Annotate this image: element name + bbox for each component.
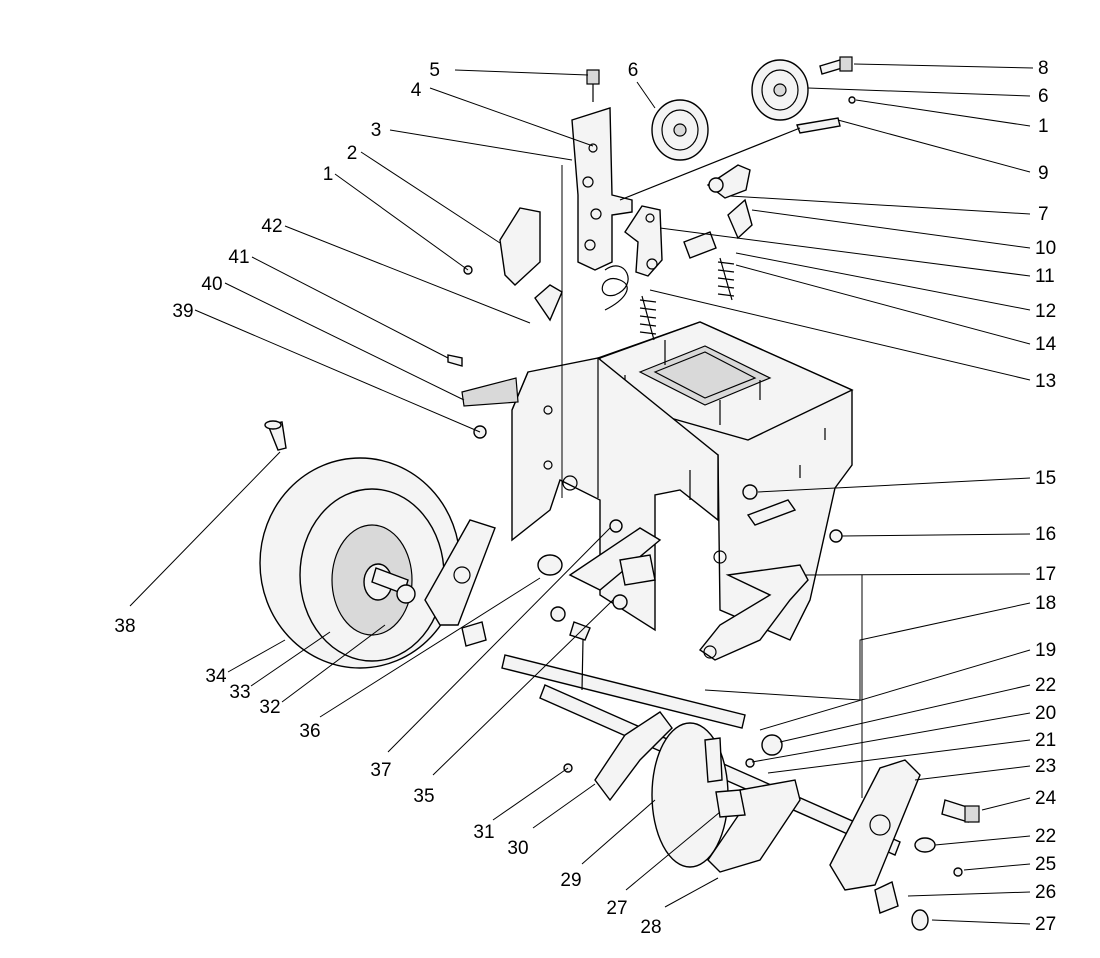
sector-arm bbox=[698, 484, 843, 661]
pulley-bolt bbox=[819, 56, 853, 75]
callout-33: 33 bbox=[229, 682, 250, 703]
callout-35: 35 bbox=[413, 786, 434, 807]
callout-12: 12 bbox=[1035, 301, 1056, 322]
callout-9: 9 bbox=[1038, 163, 1049, 184]
callout-1-right: 1 bbox=[1038, 116, 1049, 137]
callout-29: 29 bbox=[560, 870, 581, 891]
callout-14: 14 bbox=[1035, 334, 1057, 355]
friction-wheel bbox=[563, 711, 801, 873]
callout-17: 17 bbox=[1035, 564, 1056, 585]
callout-27-mid: 27 bbox=[606, 898, 627, 919]
callout-2: 2 bbox=[347, 143, 358, 164]
callout-19: 19 bbox=[1035, 640, 1056, 661]
callout-21: 21 bbox=[1035, 730, 1056, 751]
callout-11: 11 bbox=[1035, 266, 1055, 287]
callout-8: 8 bbox=[1038, 58, 1049, 79]
callout-23: 23 bbox=[1035, 756, 1056, 777]
idler-arm-left bbox=[624, 205, 663, 277]
callout-1-left: 1 bbox=[323, 164, 334, 185]
pulley-right bbox=[751, 59, 809, 121]
callout-27-right: 27 bbox=[1035, 914, 1056, 935]
callout-32: 32 bbox=[259, 697, 280, 718]
callout-10: 10 bbox=[1035, 238, 1056, 259]
spacer-bushing bbox=[683, 231, 717, 259]
left-bracket-parts bbox=[447, 207, 563, 439]
callout-13: 13 bbox=[1035, 371, 1056, 392]
wheel-assembly bbox=[259, 420, 496, 669]
callout-4: 4 bbox=[411, 80, 422, 101]
vertical-bracket bbox=[571, 69, 633, 271]
gear-case-right bbox=[829, 759, 980, 931]
leader-lines bbox=[129, 63, 1034, 925]
callout-24: 24 bbox=[1035, 788, 1057, 809]
callout-22-b: 22 bbox=[1035, 826, 1056, 847]
callout-6-right: 6 bbox=[1038, 86, 1049, 107]
shift-linkage bbox=[537, 519, 662, 610]
callout-18: 18 bbox=[1035, 593, 1056, 614]
callout-25: 25 bbox=[1035, 854, 1056, 875]
callout-3: 3 bbox=[371, 120, 382, 141]
callout-labels: 5 6 4 3 2 1 42 41 40 39 38 34 33 32 36 3… bbox=[114, 58, 1056, 938]
callout-16: 16 bbox=[1035, 524, 1056, 545]
callout-36: 36 bbox=[299, 721, 320, 742]
parts-drawing bbox=[259, 56, 980, 931]
pulley-left bbox=[651, 99, 709, 161]
callout-34: 34 bbox=[205, 666, 227, 687]
frame-housing bbox=[511, 321, 854, 641]
callout-42: 42 bbox=[261, 216, 282, 237]
springs bbox=[601, 257, 735, 341]
callout-22-a: 22 bbox=[1035, 675, 1056, 696]
callout-15: 15 bbox=[1035, 468, 1056, 489]
callout-28: 28 bbox=[640, 917, 661, 938]
callout-31: 31 bbox=[473, 822, 494, 843]
callout-40: 40 bbox=[201, 274, 222, 295]
callout-37: 37 bbox=[370, 760, 391, 781]
callout-7: 7 bbox=[1038, 204, 1049, 225]
pivot-shaft bbox=[619, 96, 856, 201]
callout-41: 41 bbox=[228, 247, 249, 268]
callout-26: 26 bbox=[1035, 882, 1056, 903]
callout-5-top: 5 bbox=[429, 60, 440, 81]
callout-39: 39 bbox=[172, 301, 193, 322]
callout-20: 20 bbox=[1035, 703, 1056, 724]
callout-6-left: 6 bbox=[628, 60, 639, 81]
callout-30: 30 bbox=[507, 838, 528, 859]
idler-arm-right bbox=[706, 164, 753, 240]
callout-38: 38 bbox=[114, 616, 135, 637]
